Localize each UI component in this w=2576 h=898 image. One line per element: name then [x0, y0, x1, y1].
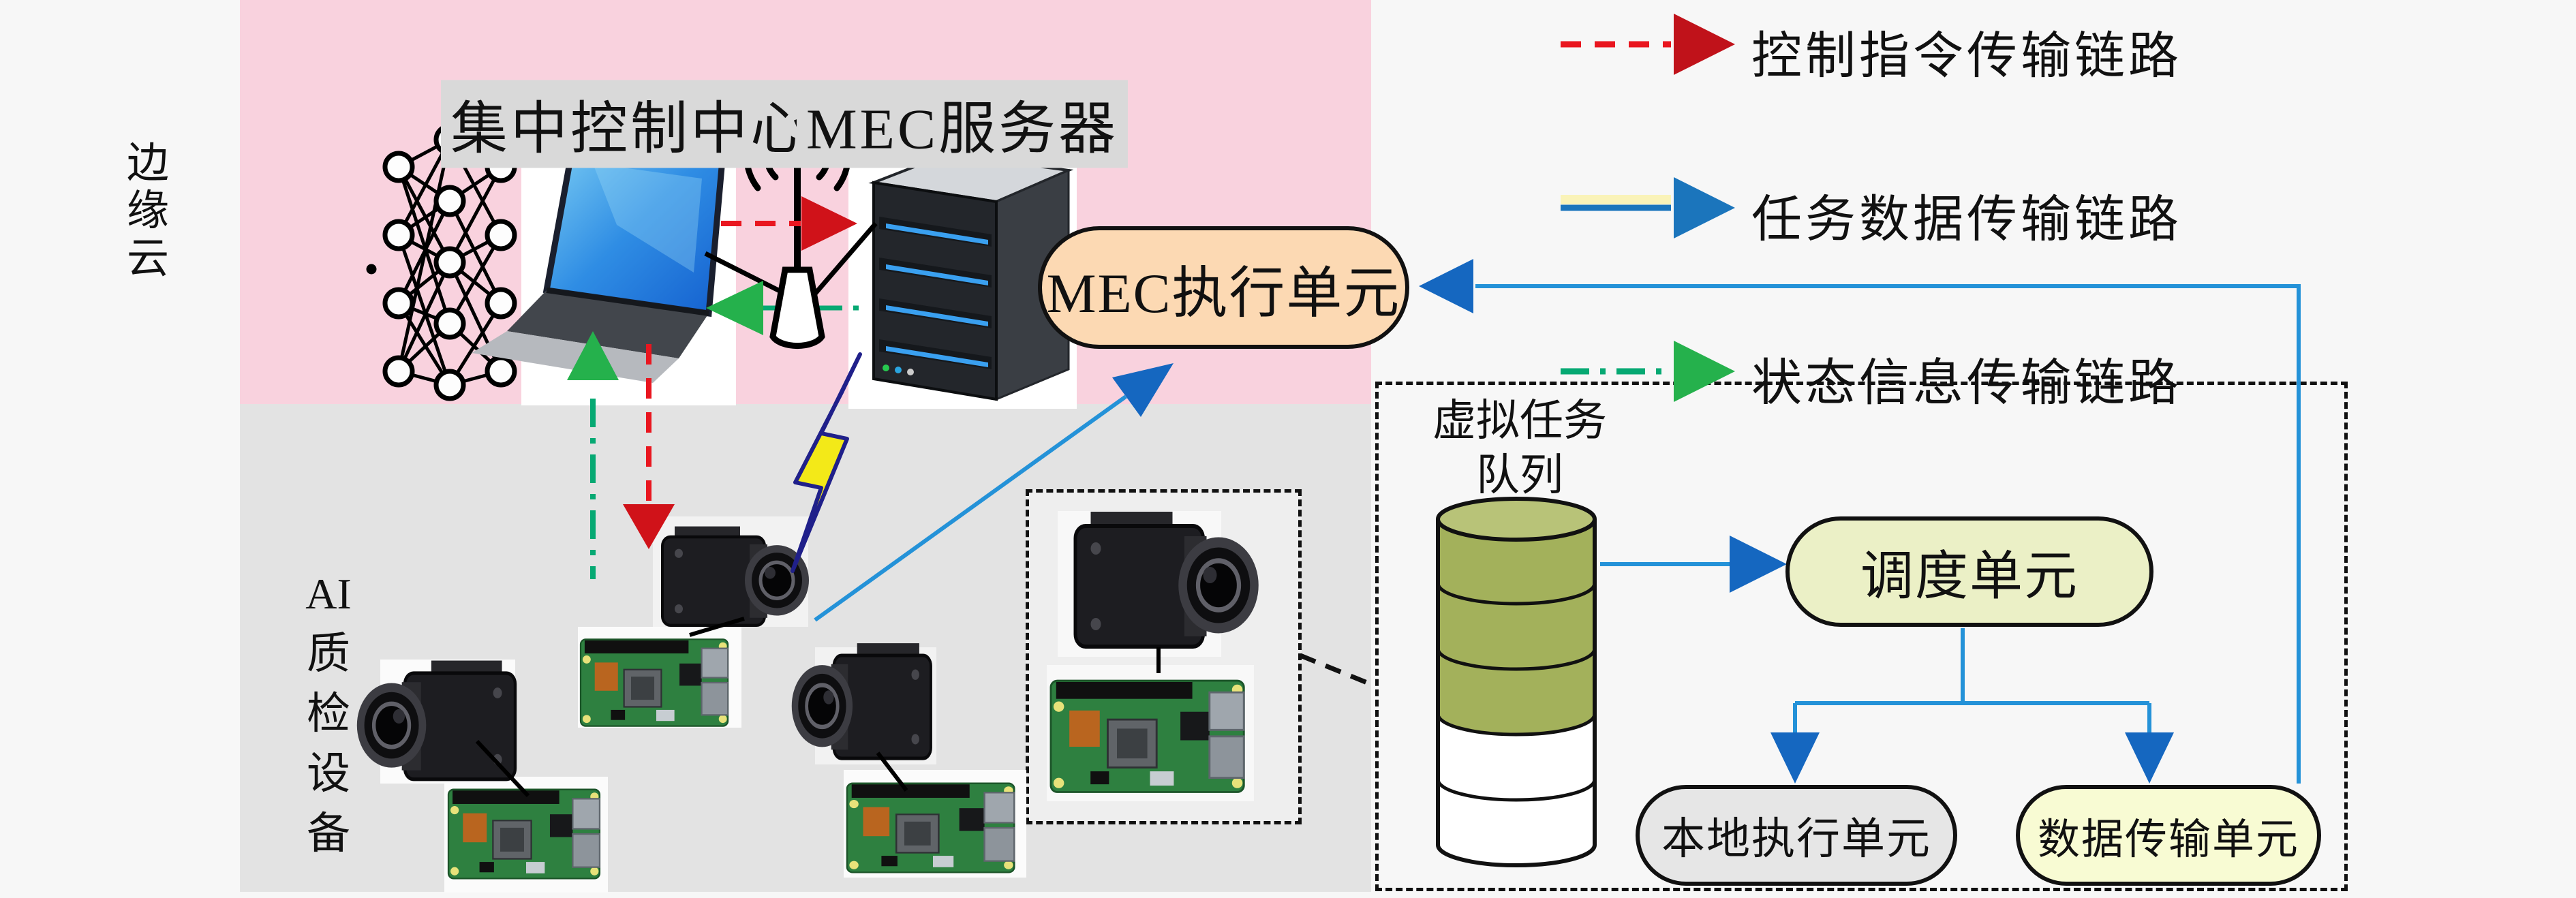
control-link-horizontal-arrow	[721, 196, 857, 251]
camera-icon	[1075, 512, 1255, 647]
control-link-vertical-arrow	[623, 344, 675, 549]
local-exec-unit-node: 本地执行单元	[1636, 785, 1957, 886]
virtual-task-queue-label: 虚拟任务 队列	[1432, 397, 1607, 499]
legend-item-control-link: 控制指令传输链路	[1751, 29, 2182, 84]
queue-to-scheduler-arrow	[1600, 536, 1787, 593]
device-area-label: AI 质 检 设 备	[305, 570, 352, 858]
raspberry-pi-icon	[1049, 679, 1245, 793]
scheduler-branch-arrows	[1770, 628, 2174, 784]
laptop-icon	[472, 136, 726, 383]
edge-cloud-label: 边 缘 云	[126, 140, 169, 282]
task-queue-cylinder-icon	[1436, 497, 1597, 867]
raspberry-pi-icon	[579, 638, 729, 727]
scheduler-unit-node: 调度单元	[1785, 516, 2153, 627]
legend-item-task-link: 任务数据传输链路	[1751, 192, 2182, 248]
task-data-return-link	[1419, 259, 2301, 784]
control-center-label: 集中控制中心	[440, 80, 821, 168]
legend-control-link-swatch	[1561, 14, 1735, 75]
mec-server-label: MEC服务器	[796, 80, 1129, 168]
status-link-vertical-arrow	[567, 331, 619, 579]
task-data-diagonal-arrow	[814, 363, 1174, 622]
raspberry-pi-icon	[447, 788, 601, 880]
legend-status-link-swatch	[1561, 341, 1735, 402]
lightning-icon	[791, 352, 862, 573]
camera-board-links	[475, 617, 1161, 798]
data-transfer-unit-node: 数据传输单元	[2016, 785, 2321, 886]
mec-exec-unit-node: MEC执行单元	[1038, 226, 1409, 349]
detail-callout-connector	[1299, 653, 1375, 688]
legend-task-link-swatch	[1561, 177, 1735, 238]
legend-item-status-link: 状态信息传输链路	[1751, 356, 2182, 412]
raspberry-pi-icon	[846, 782, 1015, 873]
